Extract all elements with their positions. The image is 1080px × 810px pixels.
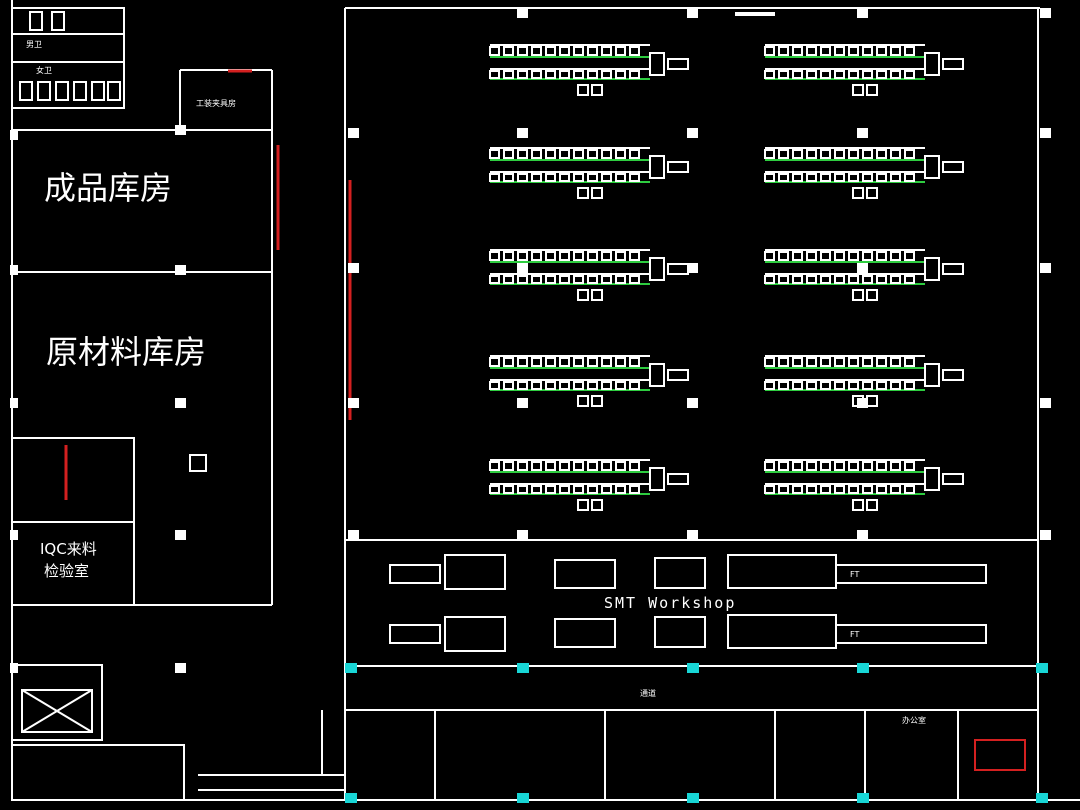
iqc-label-line1: IQC来料 xyxy=(40,540,97,558)
corridor-label: 通道 xyxy=(640,689,656,698)
assembly-line-9 xyxy=(489,459,689,511)
cyan-columns xyxy=(345,663,1048,803)
raw-material-label: 原材料库房 xyxy=(46,333,207,371)
assembly-line-4 xyxy=(764,147,964,199)
toolroom-label: 工装夹具房 xyxy=(196,99,236,108)
men-restroom-label: 男卫 xyxy=(26,40,42,49)
iqc-room xyxy=(11,521,135,606)
assembly-line-6 xyxy=(764,249,964,301)
lab-room xyxy=(11,437,135,523)
assembly-line-5 xyxy=(489,249,689,301)
assembly-line-3 xyxy=(489,147,689,199)
production-lines xyxy=(489,44,964,511)
smt-lane2-ft: FT xyxy=(850,630,860,639)
restroom-block xyxy=(11,7,125,109)
smt-workshop-title: SMT Workshop xyxy=(604,594,737,612)
column-markers xyxy=(10,8,1051,673)
office-label: 办公室 xyxy=(902,716,926,725)
finished-goods-label: 成品库房 xyxy=(44,169,173,207)
assembly-line-10 xyxy=(764,459,964,511)
assembly-line-2 xyxy=(764,44,964,96)
women-restroom-label: 女卫 xyxy=(36,66,52,75)
lower-left-room xyxy=(11,664,103,741)
office-desk xyxy=(974,739,1026,771)
smt-lane1-ft: FT xyxy=(850,570,860,579)
iqc-label-line2: 检验室 xyxy=(44,562,90,580)
assembly-line-1 xyxy=(489,44,689,96)
assembly-line-7 xyxy=(489,355,689,407)
